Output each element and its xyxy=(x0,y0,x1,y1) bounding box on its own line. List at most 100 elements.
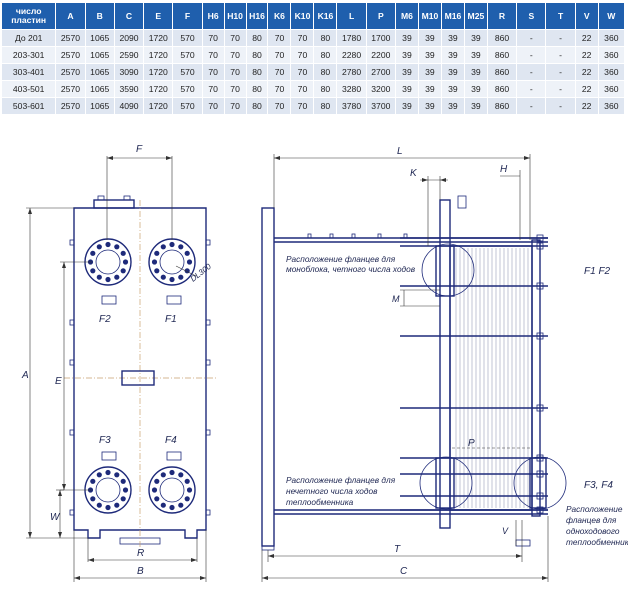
label-f1f2: F1 F2 xyxy=(584,266,611,277)
tie-bolt xyxy=(400,332,548,340)
table-cell: 80 xyxy=(246,46,269,63)
flange-circle-top xyxy=(421,243,475,297)
col-header: T xyxy=(546,3,576,29)
dim-p: P xyxy=(468,438,475,449)
table-cell: 80 xyxy=(314,63,338,80)
col-header: V xyxy=(575,3,599,29)
dim-h: H xyxy=(500,164,521,240)
table-cell: 3280 xyxy=(337,80,367,97)
table-cell: - xyxy=(517,80,547,97)
table-cell: 70 xyxy=(291,80,315,97)
note-bottom-line: нечетного числа ходов xyxy=(286,486,378,496)
table-cell: 39 xyxy=(464,80,488,97)
table-cell: 80 xyxy=(314,29,338,46)
col-header: F xyxy=(173,3,203,29)
table-cell: 39 xyxy=(418,29,442,46)
table-cell: 22 xyxy=(575,29,599,46)
table-cell: 1700 xyxy=(366,29,396,46)
table-cell: 70 xyxy=(202,46,225,63)
flange xyxy=(84,238,132,286)
table-cell: 3590 xyxy=(114,80,145,97)
note-top-line: Расположение фланцев для xyxy=(286,254,396,264)
dim-t-label: T xyxy=(394,544,401,555)
dim-l: L xyxy=(273,146,531,240)
table-cell: 360 xyxy=(598,63,625,80)
table-cell: 70 xyxy=(268,46,292,63)
tie-bolt xyxy=(400,242,548,250)
table-cell: 1065 xyxy=(85,63,115,80)
dim-r-label: R xyxy=(137,548,144,559)
table-cell: 22 xyxy=(575,80,599,97)
table-cell: 22 xyxy=(575,97,599,114)
tie-bolt xyxy=(400,454,548,462)
table-cell: 1720 xyxy=(144,46,174,63)
table-cell: - xyxy=(546,46,576,63)
table-cell: 2570 xyxy=(56,46,86,63)
support-column xyxy=(439,199,451,529)
dim-a: A xyxy=(21,207,88,539)
table-cell: 80 xyxy=(246,80,269,97)
table-cell: 39 xyxy=(441,80,465,97)
note-top-line: моноблока, четного числа ходов xyxy=(286,264,416,274)
table-cell: 70 xyxy=(224,63,247,80)
table-cell: 3780 xyxy=(337,97,367,114)
table-cell: 570 xyxy=(173,46,203,63)
flange-circle-bottom-left xyxy=(419,456,473,510)
table-cell: 3200 xyxy=(366,80,396,97)
table-cell: 70 xyxy=(268,63,292,80)
port-f1-label: F1 xyxy=(165,314,177,325)
note-top: Расположение фланцев для моноблока, четн… xyxy=(286,254,416,274)
table-cell: 70 xyxy=(268,29,292,46)
table-header-row: число пластин A B C E F H6 H10 H16 K6 K1… xyxy=(2,3,625,29)
row-label-cell: 503-601 xyxy=(2,97,57,114)
table-cell: 2590 xyxy=(114,46,145,63)
fixed-frame xyxy=(261,207,275,547)
table-cell: 22 xyxy=(575,46,599,63)
row-label-cell: До 201 xyxy=(2,29,57,46)
dim-k-label: K xyxy=(410,168,418,179)
dim-k: K xyxy=(410,168,448,246)
note-bottom: Расположение фланцев для нечетного числа… xyxy=(286,475,396,507)
table-cell: 70 xyxy=(202,29,225,46)
col-header: W xyxy=(598,3,625,29)
col-header: E xyxy=(144,3,174,29)
table-cell: 3700 xyxy=(366,97,396,114)
table-cell: 70 xyxy=(224,29,247,46)
table-cell: 39 xyxy=(464,97,488,114)
table-cell: 2780 xyxy=(337,63,367,80)
table-cell: 860 xyxy=(487,63,518,80)
table-cell: 70 xyxy=(291,63,315,80)
tie-bolt xyxy=(400,506,548,514)
pressure-plate xyxy=(531,239,541,517)
table-cell: 570 xyxy=(173,80,203,97)
table-cell: 860 xyxy=(487,80,518,97)
port-f4-label: F4 xyxy=(165,435,177,446)
table-cell: 360 xyxy=(598,97,625,114)
col-header: M25 xyxy=(464,3,488,29)
col-header: K10 xyxy=(291,3,315,29)
table-cell: 39 xyxy=(464,29,488,46)
table-cell: 39 xyxy=(395,29,419,46)
row-label-cell: 403-501 xyxy=(2,80,57,97)
dim-c-label: C xyxy=(400,566,408,577)
col-header: H16 xyxy=(246,3,269,29)
table-cell: 70 xyxy=(224,97,247,114)
flange xyxy=(84,466,132,514)
frame-bolts xyxy=(69,239,211,516)
flange xyxy=(148,466,196,514)
dim-l-label: L xyxy=(397,146,403,157)
table-cell: 1065 xyxy=(85,97,115,114)
table-cell: 80 xyxy=(246,63,269,80)
table-cell: 570 xyxy=(173,63,203,80)
table-cell: - xyxy=(546,63,576,80)
col-header: H6 xyxy=(202,3,225,29)
col-header: S xyxy=(517,3,547,29)
centre-plate xyxy=(121,370,155,386)
col-header: A xyxy=(56,3,86,29)
dim-e-label: E xyxy=(55,376,62,387)
dim-w: W xyxy=(50,489,64,538)
port-f3-label: F3 xyxy=(99,435,111,446)
dim-f-label: F xyxy=(136,144,143,155)
